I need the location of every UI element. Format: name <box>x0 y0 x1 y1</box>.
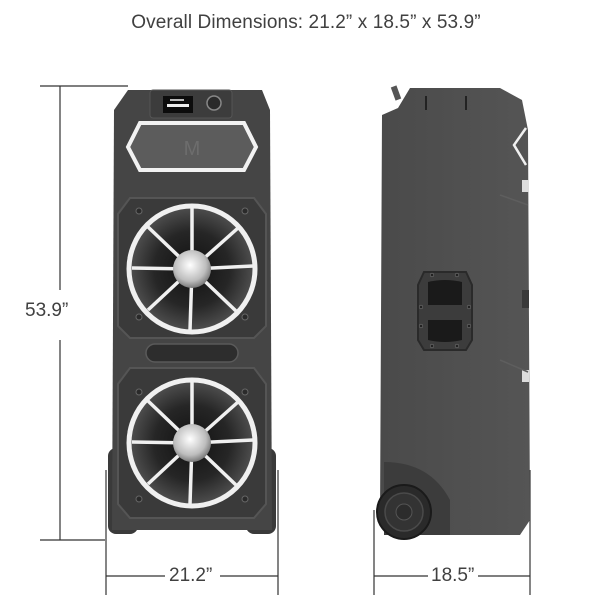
logo-icon: M <box>184 138 201 160</box>
wheel-icon <box>376 484 432 540</box>
side-handle-icon <box>417 271 473 351</box>
height-dimension <box>40 85 128 541</box>
depth-dimension <box>373 470 531 595</box>
side-view-speaker <box>376 85 530 540</box>
woofer-top-icon <box>126 203 258 335</box>
width-dimension <box>105 470 279 595</box>
woofer-bottom-icon <box>126 377 258 509</box>
width-label: 21.2” <box>166 565 216 587</box>
volume-knob-icon <box>206 95 222 111</box>
overall-dimensions-title: Overall Dimensions: 21.2” x 18.5” x 53.9… <box>131 12 481 33</box>
depth-label: 18.5” <box>428 565 478 587</box>
front-view-speaker: M <box>108 89 276 534</box>
height-label: 53.9” <box>22 300 72 322</box>
